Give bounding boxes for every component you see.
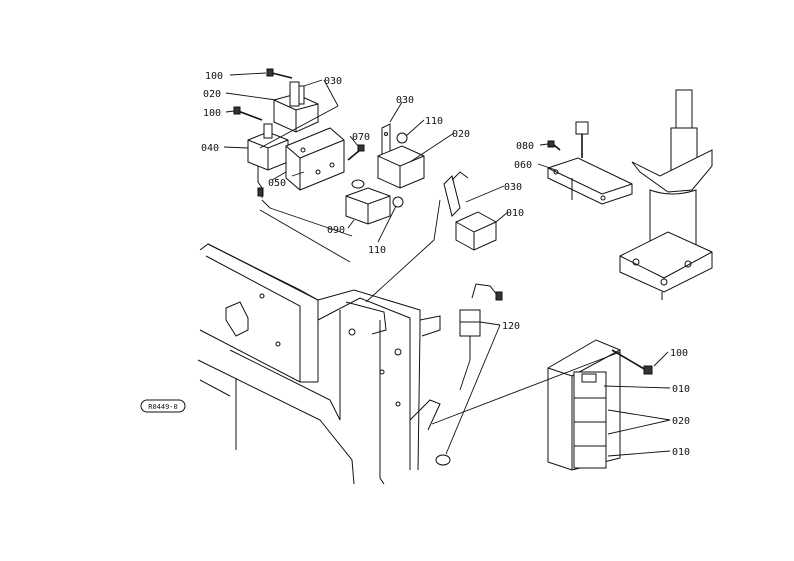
callout-100-b: 100 — [203, 108, 221, 119]
bracket-060 — [547, 121, 633, 205]
callout-030-b: 030 — [396, 95, 414, 106]
sensor-120 — [435, 283, 503, 466]
chassis-frame — [197, 243, 441, 485]
callout-120: 120 — [502, 321, 520, 332]
callout-020-a: 020 — [203, 89, 221, 100]
bolt-080 — [547, 140, 561, 151]
leader-lines — [223, 72, 671, 457]
callout-110-b: 110 — [368, 245, 386, 256]
callout-050: 050 — [268, 178, 286, 189]
relay-020-upper — [273, 81, 319, 133]
relay-090 — [345, 179, 391, 225]
callout-labels: 100 030 020 100 040 050 070 030 110 020 … — [201, 71, 690, 458]
nut-110-upper — [396, 132, 408, 144]
bracket-050 — [285, 127, 345, 191]
relay-040 — [247, 123, 289, 198]
callout-020-b: 020 — [452, 129, 470, 140]
callout-100-a: 100 — [205, 71, 223, 82]
callout-010-a: 010 — [506, 208, 524, 219]
bolt-070 — [347, 144, 365, 161]
bolt-100-upper — [266, 68, 293, 79]
callout-020-c: 020 — [672, 416, 690, 427]
relay-010-upper — [443, 171, 497, 251]
callout-040: 040 — [201, 143, 219, 154]
relay-bracket-group — [233, 68, 425, 225]
nut-110-lower — [392, 196, 404, 208]
callout-090: 090 — [327, 225, 345, 236]
callout-070: 070 — [352, 132, 370, 143]
steering-column — [619, 89, 713, 300]
diagram-code-badge: R0449-0 — [140, 399, 186, 413]
diagram-code: R0449-0 — [148, 403, 178, 411]
callout-100-c: 100 — [670, 348, 688, 359]
callout-080: 080 — [516, 141, 534, 152]
callout-060: 060 — [514, 160, 532, 171]
relay-020-right — [377, 145, 425, 189]
callout-030-c: 030 — [504, 182, 522, 193]
bolt-100-middle — [233, 106, 263, 121]
callout-010-c: 010 — [672, 447, 690, 458]
callout-030-a: 030 — [324, 76, 342, 87]
callout-110-a: 110 — [425, 116, 443, 127]
callout-010-b: 010 — [672, 384, 690, 395]
